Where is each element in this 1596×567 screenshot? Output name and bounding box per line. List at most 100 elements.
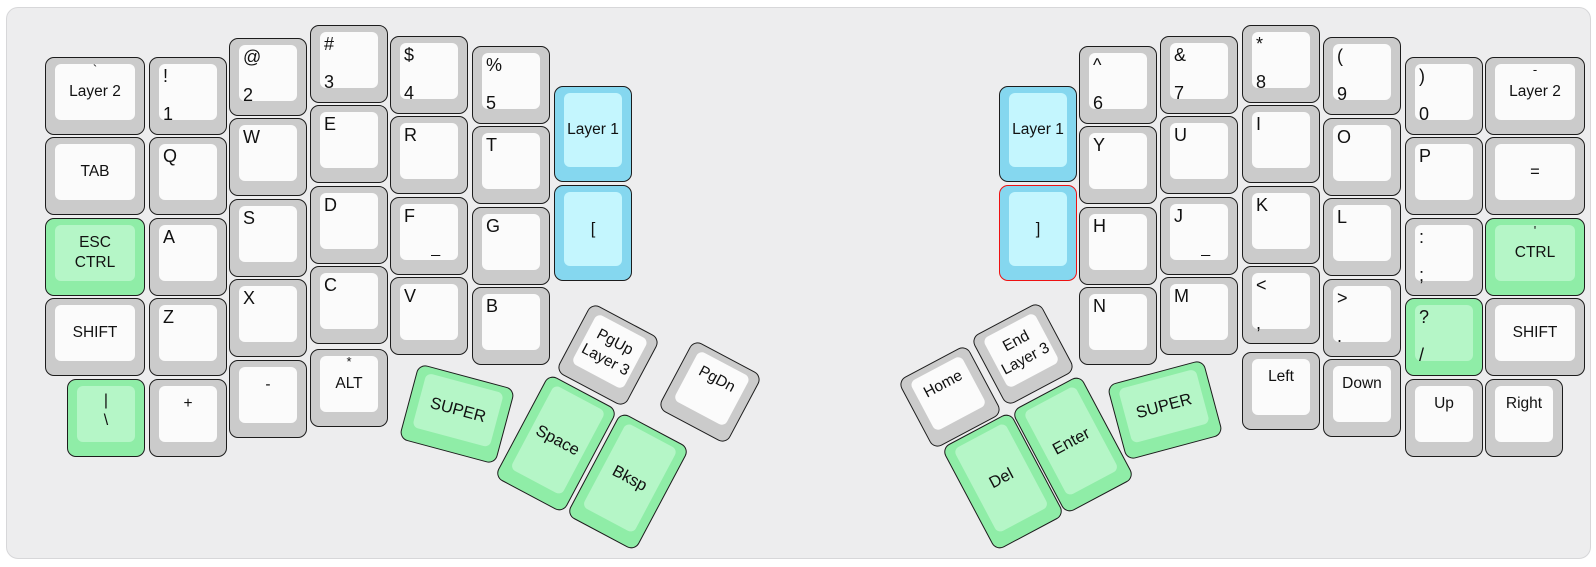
- key-left-arrow[interactable]: Left: [1242, 352, 1320, 430]
- key-right-bracket[interactable]: ]: [999, 185, 1077, 281]
- legend: O: [1337, 127, 1352, 147]
- keycap-top: [55, 225, 135, 281]
- key-semicolon-colon[interactable]: :;: [1405, 218, 1483, 296]
- key-shift-right[interactable]: SHIFT: [1485, 298, 1585, 376]
- key-alt-star[interactable]: *ALT: [310, 349, 388, 427]
- key-comma-lt[interactable]: <,: [1242, 266, 1320, 344]
- key-t[interactable]: T: [472, 126, 550, 204]
- key-right-arrow[interactable]: Right: [1485, 379, 1563, 457]
- key-x[interactable]: X: [229, 279, 307, 357]
- key-c[interactable]: C: [310, 266, 388, 344]
- legend: G: [486, 216, 501, 236]
- key-7-ampersand[interactable]: &7: [1160, 36, 1238, 114]
- legend: K: [1256, 195, 1269, 215]
- key-pgdn[interactable]: PgDn: [657, 339, 763, 445]
- key-w[interactable]: W: [229, 118, 307, 196]
- key-m[interactable]: M: [1160, 277, 1238, 355]
- keycap-top: [1333, 366, 1391, 422]
- keycap-top: [482, 133, 540, 189]
- key-slash-question[interactable]: ?/: [1405, 298, 1483, 376]
- keycap-top: [239, 286, 297, 342]
- keycap-top: [400, 284, 458, 340]
- key-minus[interactable]: -: [229, 360, 307, 438]
- keycap-top: [55, 64, 135, 120]
- key-shift-left[interactable]: SHIFT: [45, 298, 145, 376]
- key-6-caret[interactable]: ^6: [1079, 46, 1157, 124]
- key-grave-layer2[interactable]: `Layer 2: [45, 57, 145, 135]
- keycap-top: [77, 386, 135, 442]
- key-left-bracket[interactable]: [: [554, 185, 632, 281]
- keycap-top: [1009, 93, 1067, 167]
- key-1-exclamation[interactable]: !1: [149, 57, 227, 135]
- legend: 7: [1174, 83, 1185, 103]
- key-8-asterisk[interactable]: *8: [1242, 25, 1320, 103]
- key-layer1-right[interactable]: Layer 1: [999, 86, 1077, 182]
- key-s[interactable]: S: [229, 199, 307, 277]
- key-tab[interactable]: TAB: [45, 137, 145, 215]
- key-4-dollar[interactable]: $4: [390, 36, 468, 114]
- key-q[interactable]: Q: [149, 137, 227, 215]
- legend-main: SUPER: [412, 373, 504, 448]
- key-3-hash[interactable]: #3: [310, 25, 388, 103]
- key-quote-ctrl[interactable]: 'CTRL: [1485, 218, 1585, 296]
- keycap-top: [482, 294, 540, 350]
- legend: 4: [404, 83, 415, 103]
- key-2-at[interactable]: @2: [229, 38, 307, 116]
- key-super-right[interactable]: SUPER: [1106, 359, 1224, 461]
- keycap-top: [482, 53, 540, 109]
- key-y[interactable]: Y: [1079, 126, 1157, 204]
- legend-line: SHIFT: [1512, 324, 1558, 341]
- key-a[interactable]: A: [149, 218, 227, 296]
- key-o[interactable]: O: [1323, 118, 1401, 196]
- legend-line: ESC: [79, 234, 111, 251]
- legend: H: [1093, 216, 1106, 236]
- legend-main: CTRL: [1495, 225, 1575, 281]
- key-z[interactable]: Z: [149, 298, 227, 376]
- key-up-arrow[interactable]: Up: [1405, 379, 1483, 457]
- keycap-top: [1415, 305, 1473, 361]
- key-h[interactable]: H: [1079, 207, 1157, 285]
- legend: $: [404, 45, 415, 65]
- keycap-top: [159, 386, 217, 442]
- legend: F: [404, 206, 415, 226]
- key-e[interactable]: E: [310, 105, 388, 183]
- legend: P: [1419, 146, 1432, 166]
- key-9-lparen[interactable]: (9: [1323, 37, 1401, 115]
- key-layer1-left[interactable]: Layer 1: [554, 86, 632, 182]
- key-down-arrow[interactable]: Down: [1323, 359, 1401, 437]
- key-super-left[interactable]: SUPER: [398, 363, 516, 465]
- legend: :: [1419, 227, 1425, 247]
- legend: 9: [1337, 84, 1348, 104]
- legend: I: [1256, 114, 1262, 134]
- key-v[interactable]: V: [390, 277, 468, 355]
- key-p[interactable]: P: [1405, 137, 1483, 215]
- key-g[interactable]: G: [472, 207, 550, 285]
- key-minus-layer2[interactable]: -Layer 2: [1485, 57, 1585, 135]
- key-k[interactable]: K: [1242, 186, 1320, 264]
- key-5-percent[interactable]: %5: [472, 46, 550, 124]
- key-l[interactable]: L: [1323, 198, 1401, 276]
- key-f[interactable]: F_: [390, 197, 468, 275]
- key-0-rparen[interactable]: )0: [1405, 57, 1483, 135]
- key-n[interactable]: N: [1079, 287, 1157, 365]
- key-period-gt[interactable]: >.: [1323, 279, 1401, 357]
- key-equals[interactable]: =: [1485, 137, 1585, 215]
- key-d[interactable]: D: [310, 186, 388, 264]
- keycap-top: [400, 43, 458, 99]
- keycap-top: [159, 64, 217, 120]
- key-j[interactable]: J_: [1160, 197, 1238, 275]
- keycap-top: [320, 112, 378, 168]
- key-b[interactable]: B: [472, 287, 550, 365]
- keycap-top: [239, 125, 297, 181]
- legend-line: -: [265, 376, 271, 393]
- key-pipe-backslash[interactable]: |\: [67, 379, 145, 457]
- legend-line: ]: [1035, 220, 1041, 238]
- key-u[interactable]: U: [1160, 116, 1238, 194]
- key-plus[interactable]: +: [149, 379, 227, 457]
- key-i[interactable]: I: [1242, 105, 1320, 183]
- keycap-top: [55, 305, 135, 361]
- legend-line: Down: [1342, 375, 1382, 392]
- key-r[interactable]: R: [390, 116, 468, 194]
